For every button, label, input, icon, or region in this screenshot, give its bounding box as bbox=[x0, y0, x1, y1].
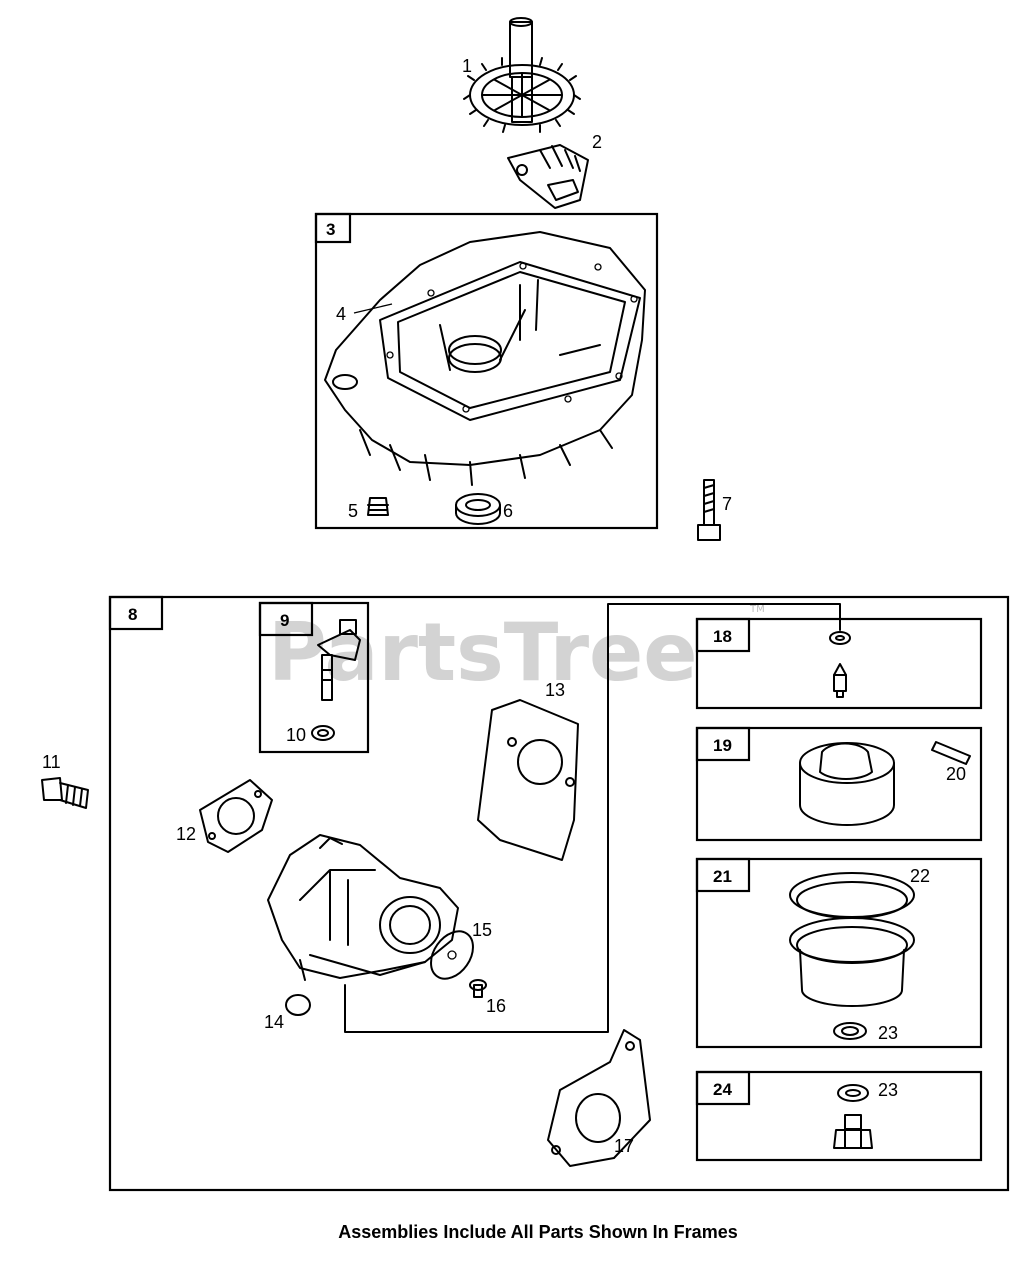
callout-6: 6 bbox=[503, 501, 513, 521]
callout-4: 4 bbox=[336, 304, 346, 324]
callout-2: 2 bbox=[592, 132, 602, 152]
callout-10: 10 bbox=[286, 725, 306, 745]
part-6-oil-seal bbox=[455, 493, 501, 525]
callout-3: 3 bbox=[326, 220, 335, 239]
callout-17: 17 bbox=[614, 1136, 634, 1156]
part-16-screw bbox=[469, 979, 487, 998]
callout-8: 8 bbox=[128, 605, 137, 624]
callout-9: 9 bbox=[280, 611, 289, 630]
frame-8-label-box bbox=[108, 595, 164, 631]
part-20-float-pin bbox=[931, 741, 971, 765]
part-carburetor-body bbox=[267, 603, 841, 1033]
frame-3-label-box bbox=[314, 212, 352, 244]
callout-24: 24 bbox=[713, 1080, 732, 1099]
leader-4 bbox=[353, 303, 393, 314]
frame-8-carburetor bbox=[108, 595, 1010, 1192]
watermark-trademark: TM bbox=[749, 604, 765, 615]
frame-21-float-bowl bbox=[695, 857, 983, 1049]
callout-23-bowl: 23 bbox=[878, 1023, 898, 1043]
part-19-float bbox=[799, 742, 895, 826]
frame-19-float bbox=[695, 726, 983, 842]
frame-19-label-box bbox=[695, 726, 751, 762]
part-17-gasket bbox=[547, 1029, 651, 1167]
part-15-diaphragm bbox=[430, 930, 474, 980]
part-crankcase-cover-body bbox=[324, 231, 646, 486]
part-12-gasket bbox=[199, 779, 273, 853]
frame-18-inlet-needle bbox=[695, 617, 983, 710]
frame-18-label-box bbox=[695, 617, 751, 653]
callout-15: 15 bbox=[472, 920, 492, 940]
callout-14: 14 bbox=[264, 1012, 284, 1032]
callout-23-screw: 23 bbox=[878, 1080, 898, 1100]
part-21-float-bowl bbox=[789, 872, 915, 1007]
callout-1: 1 bbox=[462, 56, 472, 76]
frame-3-crankcase-cover bbox=[314, 212, 659, 530]
part-2-governor bbox=[507, 144, 589, 209]
part-24-bowl-screw bbox=[833, 1114, 873, 1149]
callout-16: 16 bbox=[486, 996, 506, 1016]
frame-9-throttle-shaft bbox=[258, 601, 370, 754]
part-23-gasket-upper bbox=[833, 1022, 867, 1040]
callout-20: 20 bbox=[946, 764, 966, 784]
callout-12: 12 bbox=[176, 824, 196, 844]
part-11-bolt bbox=[41, 777, 89, 809]
callout-7: 7 bbox=[722, 494, 732, 514]
frame-24-bowl-screw bbox=[695, 1070, 983, 1162]
callout-11: 11 bbox=[42, 752, 61, 772]
callout-21: 21 bbox=[713, 867, 732, 886]
callout-5: 5 bbox=[348, 501, 358, 521]
part-7-bolt bbox=[697, 479, 721, 541]
part-18-needle-and-seat bbox=[829, 631, 851, 698]
callout-22: 22 bbox=[910, 866, 930, 886]
callout-19: 19 bbox=[713, 736, 732, 755]
callout-13: 13 bbox=[545, 680, 565, 700]
part-5-plug bbox=[367, 497, 389, 516]
part-9-throttle-shaft bbox=[317, 619, 361, 701]
part-23-gasket-lower bbox=[837, 1084, 869, 1102]
callout-18: 18 bbox=[713, 627, 732, 646]
part-14-plug bbox=[285, 994, 311, 1016]
frame-9-label-box bbox=[258, 601, 314, 637]
part-10-seal bbox=[311, 725, 335, 741]
frame-24-label-box bbox=[695, 1070, 751, 1106]
part-13-insulator-gasket bbox=[477, 699, 579, 861]
part-1-camshaft-gear bbox=[463, 17, 581, 133]
frame-21-label-box bbox=[695, 857, 751, 893]
diagram-caption: Assemblies Include All Parts Shown In Fr… bbox=[338, 1222, 738, 1242]
